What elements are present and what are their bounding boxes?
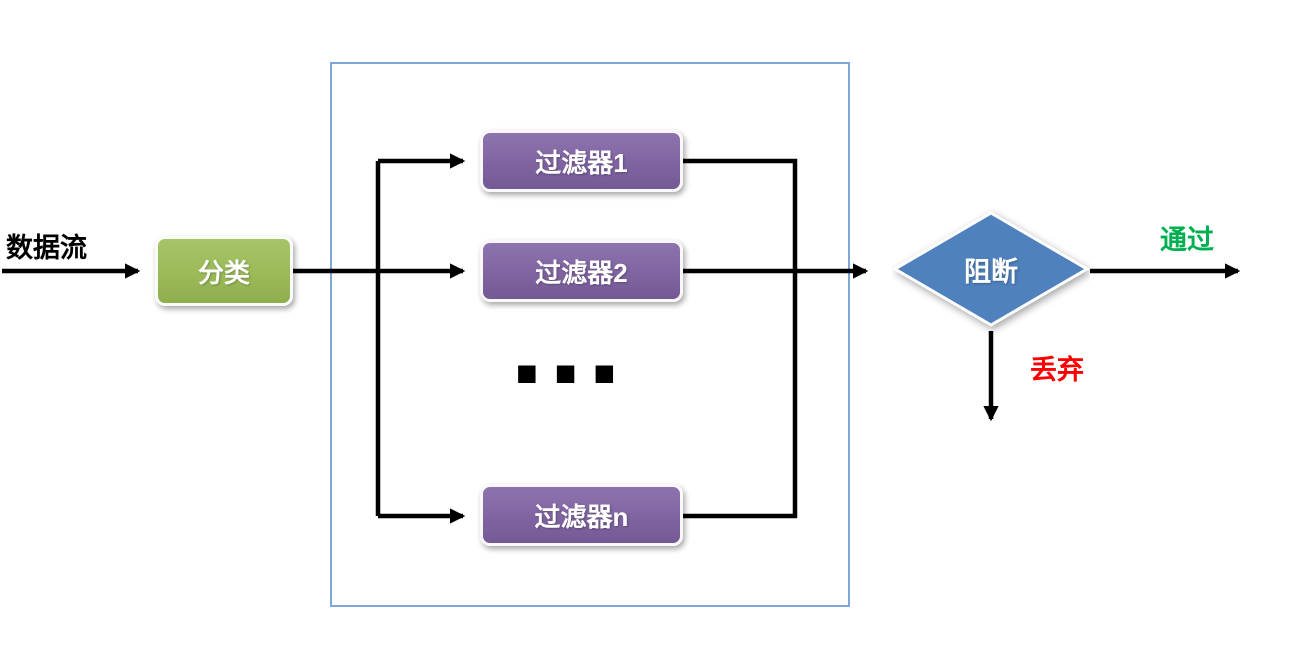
decision-diamond-shape (892, 211, 1090, 327)
input-stream-label: 数据流 (6, 233, 87, 263)
filters-ellipsis: ■■■ (516, 352, 633, 393)
filter-group-container (330, 62, 850, 607)
filter-node-n: 过滤器n (480, 484, 683, 546)
drop-outcome-label: 丢弃 (1030, 355, 1084, 385)
classifier-node-label: 分类 (197, 257, 250, 288)
pass-outcome-label: 通过 (1160, 225, 1214, 255)
filter-node-1-label: 过滤器1 (535, 147, 628, 178)
filter-node-2-label: 过滤器2 (535, 257, 628, 288)
filter-node-1: 过滤器1 (480, 130, 683, 192)
classifier-node: 分类 (155, 236, 293, 306)
decision-node-label: 阻断 (964, 256, 1018, 287)
filter-node-n-label: 过滤器n (534, 501, 629, 532)
decision-node: 阻断 (892, 209, 1090, 333)
filter-node-2: 过滤器2 (480, 240, 683, 302)
